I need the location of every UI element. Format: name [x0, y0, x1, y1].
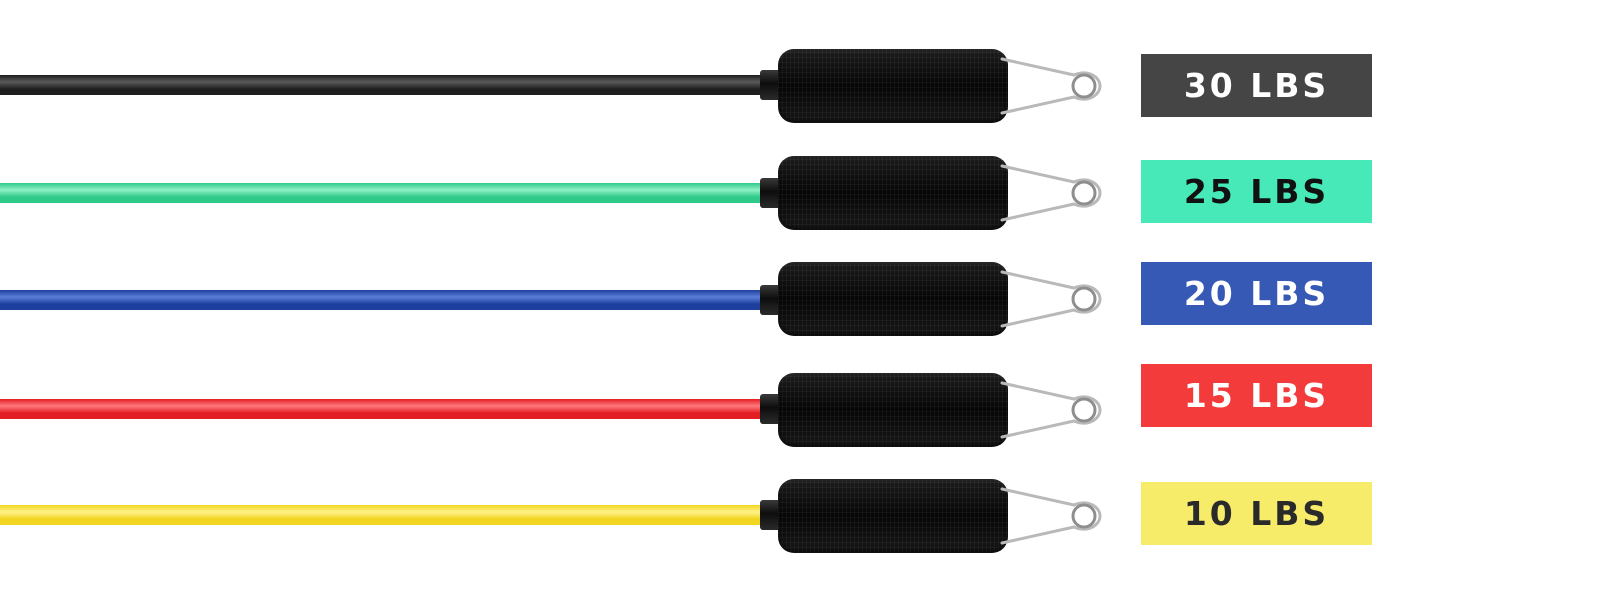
- band-tube: [0, 75, 768, 95]
- band-tube: [0, 290, 768, 310]
- band-tube: [0, 505, 768, 525]
- tube-connector: [760, 500, 782, 530]
- foam-handle-icon: [778, 479, 1008, 553]
- carabiner-clip-icon: [1000, 381, 1102, 439]
- band-tube: [0, 183, 768, 203]
- weight-label: 10 LBS: [1141, 482, 1372, 545]
- band-row-30lbs: 30 LBS: [0, 45, 1600, 125]
- tube-connector: [760, 394, 782, 424]
- tube-connector: [760, 70, 782, 100]
- tube-connector: [760, 178, 782, 208]
- band-row-10lbs: 10 LBS: [0, 477, 1600, 557]
- weight-label: 30 LBS: [1141, 54, 1372, 117]
- weight-label: 15 LBS: [1141, 364, 1372, 427]
- weight-label: 20 LBS: [1141, 262, 1372, 325]
- foam-handle-icon: [778, 262, 1008, 336]
- carabiner-clip-icon: [1000, 164, 1102, 222]
- band-row-20lbs: 20 LBS: [0, 260, 1600, 340]
- band-tube: [0, 399, 768, 419]
- foam-handle-icon: [778, 156, 1008, 230]
- foam-handle-icon: [778, 49, 1008, 123]
- band-row-15lbs: 15 LBS: [0, 364, 1600, 450]
- foam-handle-icon: [778, 373, 1008, 447]
- carabiner-clip-icon: [1000, 57, 1102, 115]
- tube-connector: [760, 285, 782, 315]
- carabiner-clip-icon: [1000, 487, 1102, 545]
- weight-label: 25 LBS: [1141, 160, 1372, 223]
- carabiner-clip-icon: [1000, 270, 1102, 328]
- band-row-25lbs: 25 LBS: [0, 152, 1600, 232]
